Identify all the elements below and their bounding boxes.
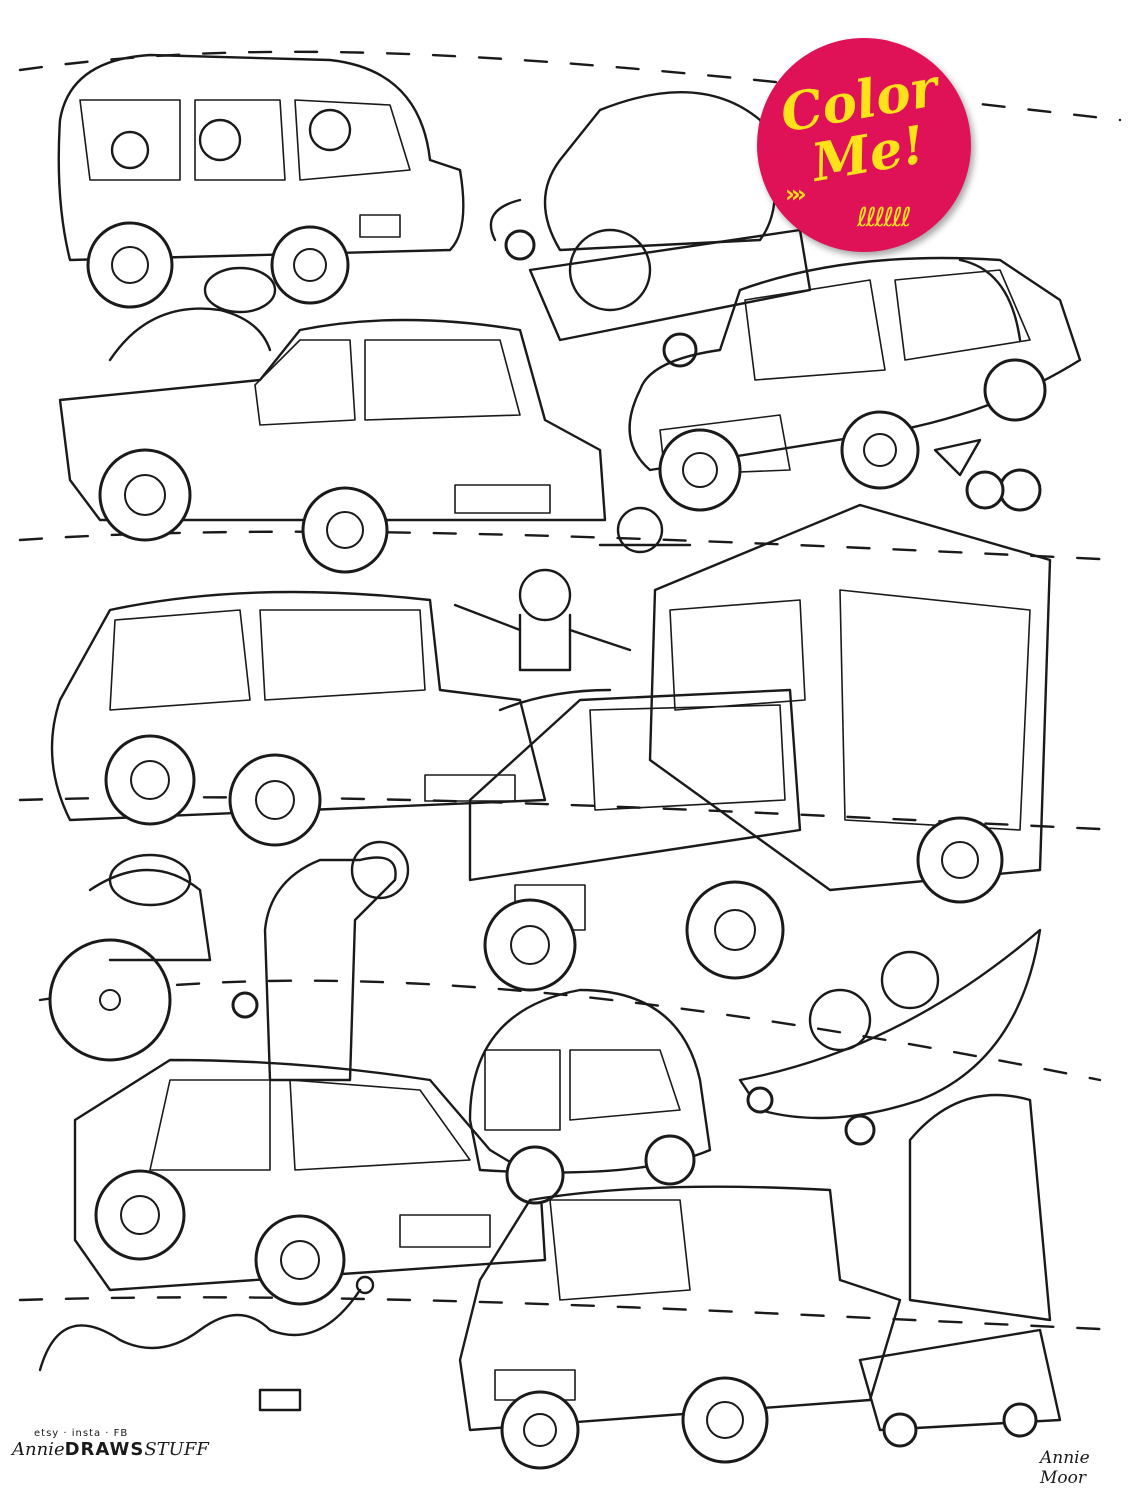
sedan-with-giraffe-icon	[73, 1058, 547, 1306]
snake-icon	[38, 1275, 375, 1412]
brand-logo: etsy · insta · FB AnnieDRAWSSTUFF	[12, 1428, 209, 1460]
station-wagon-icon	[57, 53, 465, 309]
boat-cart-icon	[738, 928, 1042, 1146]
brand-name-annie: Annie	[12, 1439, 65, 1460]
snail-icon	[598, 506, 692, 554]
badge-text: Color Me!	[776, 57, 943, 194]
brand-name-stuff: STUFF	[144, 1439, 209, 1460]
badge-arrows-icon: ›››	[785, 180, 807, 208]
dome-cart-icon	[858, 1093, 1062, 1448]
brand-name: AnnieDRAWSSTUFF	[12, 1439, 209, 1460]
giraffe-icon	[263, 840, 410, 1082]
sedan-icon	[50, 590, 547, 847]
delivery-truck-icon	[468, 503, 1052, 992]
cat-skateboard-icon	[453, 568, 632, 712]
wheelchair-icon	[48, 853, 259, 1062]
pickup-truck-icon	[58, 266, 607, 574]
car-icon	[628, 256, 1082, 512]
color-me-badge: Color Me! ››› ℓℓℓℓℓℓ	[757, 38, 971, 252]
badge-swirl-icon: ℓℓℓℓℓℓ	[857, 203, 911, 233]
artist-signature: Annie Moor	[1040, 1448, 1090, 1488]
pickup-bottom-icon	[458, 1185, 902, 1470]
brand-channels: etsy · insta · FB	[34, 1428, 129, 1439]
brand-name-draws: DRAWS	[64, 1439, 145, 1460]
bug-car-icon	[468, 988, 712, 1205]
road-lane-markings	[18, 50, 1122, 1332]
mouse-cart-icon	[933, 258, 1042, 512]
